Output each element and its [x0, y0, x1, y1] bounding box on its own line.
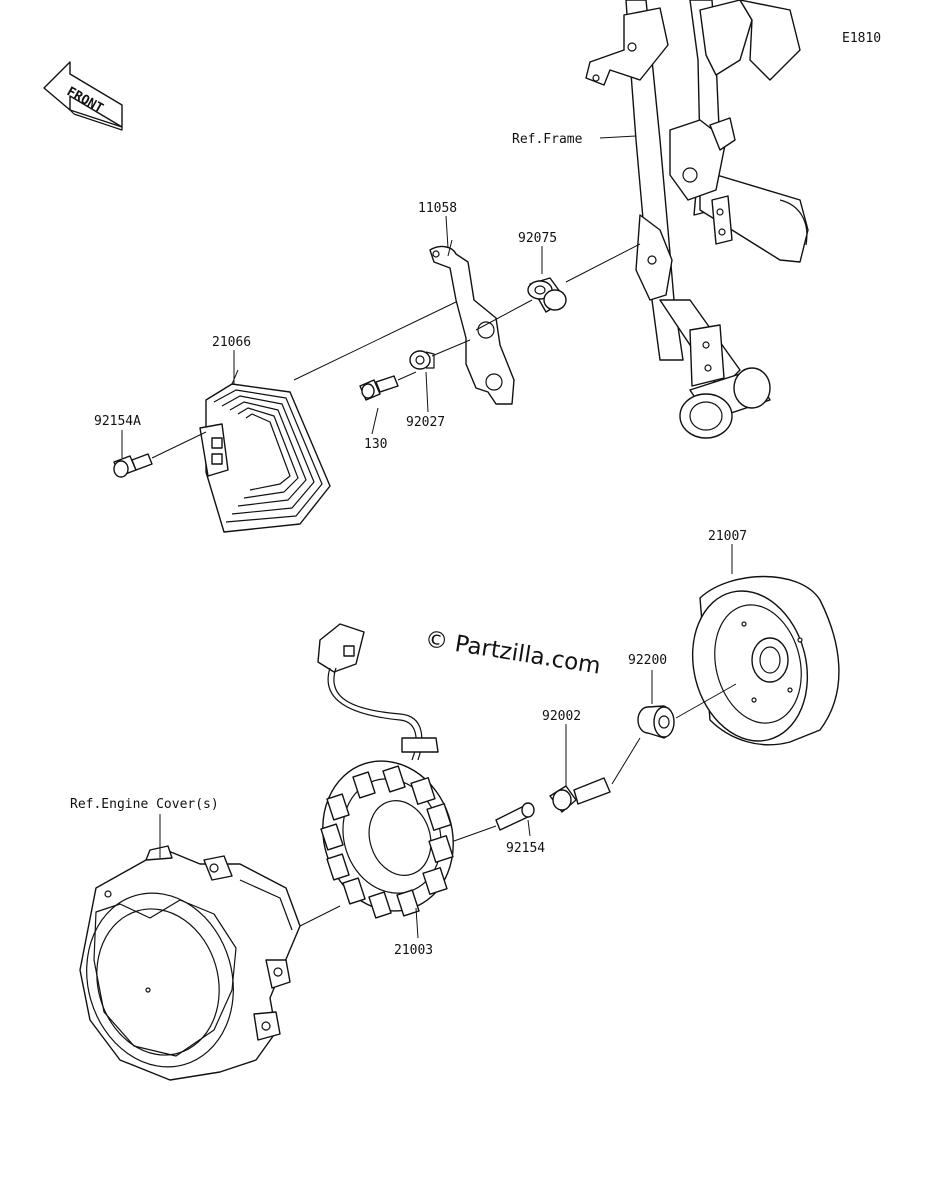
assembly-axis — [299, 905, 341, 927]
part-21003: 21003 — [394, 943, 433, 958]
part-92002: 92002 — [542, 709, 581, 724]
frame-leader — [599, 135, 637, 139]
frame-illustration — [585, 0, 809, 439]
part-130: 130 — [364, 437, 387, 452]
assembly-axis — [151, 431, 207, 459]
assembly-axis — [397, 371, 417, 381]
part-92075: 92075 — [518, 231, 557, 246]
front-arrow-icon: FRONT — [43, 61, 123, 131]
watermark: © Partzilla.com — [423, 626, 602, 679]
diagram-id: E1810 — [842, 31, 881, 46]
engine-cover-illustration — [79, 845, 301, 1081]
bolt-92154A — [113, 453, 153, 478]
assembly-axis — [431, 339, 471, 357]
collar-92027 — [409, 350, 435, 370]
part-92154: 92154 — [506, 841, 545, 856]
leader-92154 — [527, 819, 531, 837]
leader-11058 — [445, 215, 449, 249]
part-21066: 21066 — [212, 335, 251, 350]
assembly-axis — [565, 243, 641, 283]
ref-engine-cover-label: Ref.Engine Cover(s) — [70, 797, 219, 812]
regulator-21066 — [199, 369, 331, 533]
washer-92200 — [637, 705, 675, 739]
part-92027: 92027 — [406, 415, 445, 430]
assembly-axis — [293, 301, 457, 381]
rotor-21007 — [691, 575, 840, 746]
assembly-axis — [611, 737, 641, 785]
bracket-11058 — [429, 239, 515, 405]
grommet-92075 — [527, 277, 567, 313]
bolt-92154 — [495, 802, 535, 831]
leader-92027 — [425, 371, 429, 413]
ref-frame-label: Ref.Frame — [512, 132, 583, 147]
part-92154A: 92154A — [94, 414, 141, 429]
part-21007: 21007 — [708, 529, 747, 544]
assembly-axis — [675, 683, 737, 719]
leader-21003 — [415, 907, 419, 939]
part-92200: 92200 — [628, 653, 667, 668]
bolt-92002 — [549, 777, 611, 813]
stator-21003 — [317, 623, 454, 919]
bolt-130 — [359, 375, 399, 401]
part-11058: 11058 — [418, 201, 457, 216]
leader-130 — [371, 407, 379, 435]
assembly-axis — [475, 299, 533, 331]
